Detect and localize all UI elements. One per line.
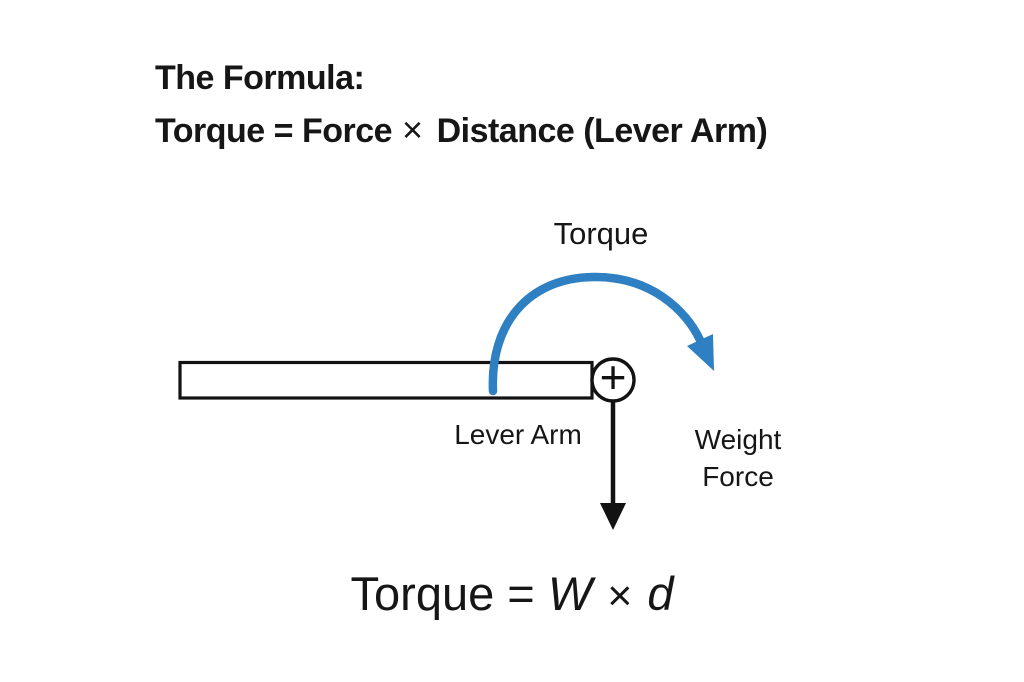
header-title: The Formula:: [155, 59, 365, 97]
lever-bar: [178, 360, 594, 400]
bottom-multiplication-sign: ×: [607, 572, 633, 620]
lever-arm-label: Lever Arm: [454, 419, 582, 450]
weight-force-line1: Weight: [694, 424, 782, 455]
bottom-formula: Torque = W × d: [0, 566, 1024, 621]
multiplication-sign: ×: [402, 109, 423, 150]
distance-variable: d: [647, 567, 674, 620]
formula-left-text: Torque = Force: [155, 112, 393, 150]
header-formula-block: The Formula: Torque = Force× Distance (Le…: [155, 52, 768, 157]
torque-arc-arrow: [488, 272, 705, 396]
weight-force-label: Weight Force: [663, 421, 813, 495]
pivot-circle: [590, 357, 636, 403]
header-formula: Torque = Force× Distance (Lever Arm): [155, 104, 768, 157]
bottom-formula-prefix: Torque =: [350, 567, 548, 620]
weight-arrowhead-icon: [600, 503, 626, 530]
formula-right-text: Distance (Lever Arm): [436, 112, 768, 150]
torque-arrowhead-icon: [687, 334, 714, 371]
weight-variable: W: [547, 567, 593, 620]
pivot-plus-icon: +: [600, 351, 627, 403]
weight-force-line2: Force: [702, 461, 774, 492]
torque-label: Torque: [553, 216, 649, 251]
